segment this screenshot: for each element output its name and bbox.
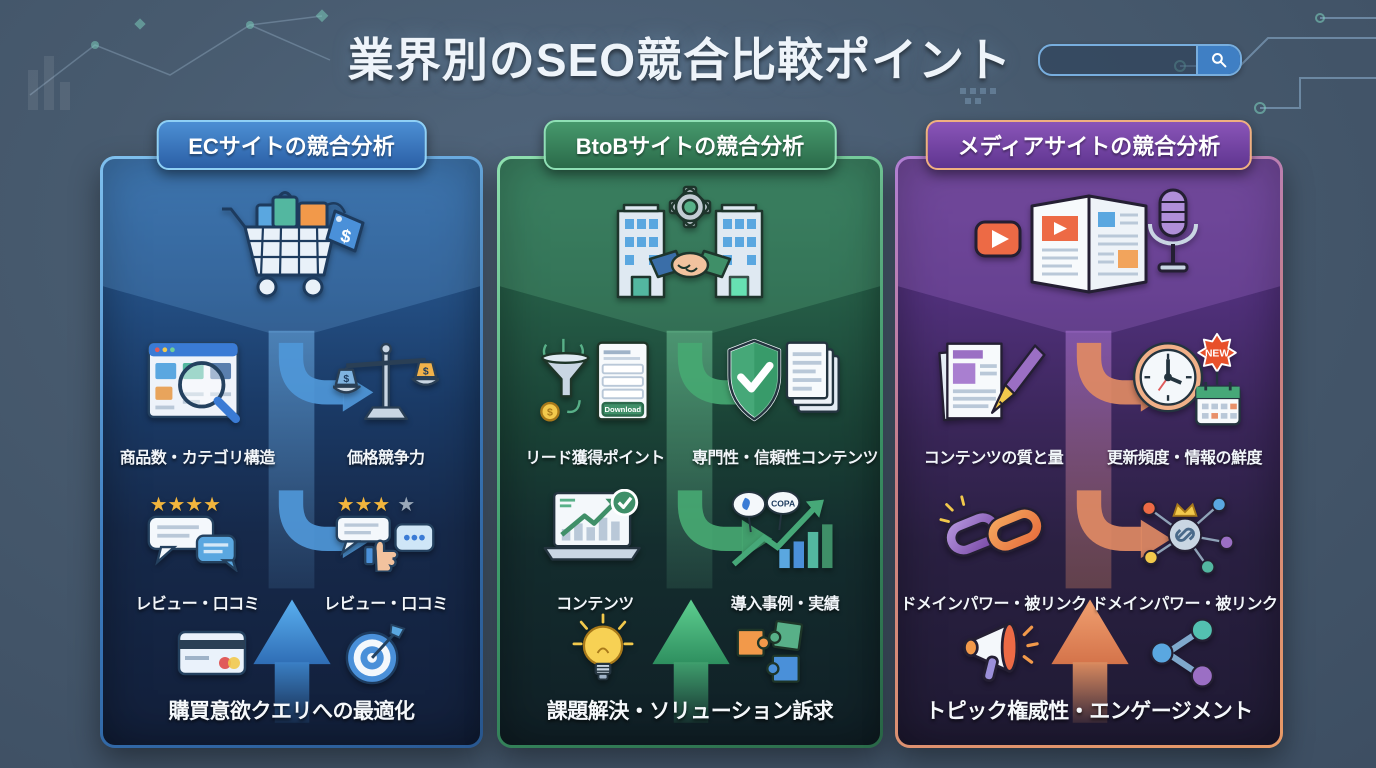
ec-top-illustration: $ (103, 167, 480, 317)
ec-item-label: 商品数・カテゴリ構造 (119, 450, 276, 467)
panel-btob-header-label: BtoBサイトの競合分析 (575, 134, 805, 159)
btob-bottom: 課題解決・ソリューション訴求 (500, 613, 880, 741)
panel-media-header: メディアサイトの競合分析 (925, 120, 1253, 170)
media-item-domain-power-right: ドメインパワー・被リンク (1089, 475, 1280, 617)
ec-bottom-label: 購買意欲クエリへの最適化 (168, 700, 416, 723)
lead-funnel-download-form-icon: $ Download (540, 338, 649, 422)
media-bottom-label: トピック権威性・エンゲージメント (925, 700, 1253, 723)
ec-item-reviews-right: ★★★ ★ レビュー・口コミ (292, 475, 481, 617)
media-item-domain-power-left: ドメインパワー・被リンク (898, 475, 1089, 617)
review-stars-thumbsup-icon: ★★★ ★ (335, 494, 435, 572)
panel-btob: BtoBサイトの競合分析 (497, 120, 883, 748)
scale-dollar-left: $ (343, 374, 349, 385)
product-page-magnifier-icon (147, 342, 241, 424)
media-book-video-microphone-icon (974, 188, 1198, 294)
star-rating: ★★★ (337, 494, 390, 516)
megaphone-icon (963, 622, 1039, 682)
coin-dollar: $ (547, 407, 553, 419)
btob-item-content: コンテンツ (500, 475, 690, 617)
flow-arrows-btob (500, 159, 880, 723)
panel-media-header-label: メディアサイトの競合分析 (957, 134, 1221, 159)
star-rating: ★★★★ (150, 494, 221, 516)
shield-documents-icon (727, 338, 840, 422)
review-stars-chat-icon: ★★★★ (147, 494, 238, 572)
btob-item-label: コンテンツ (556, 596, 634, 613)
btob-item-label: 専門性・信頼性コンテンツ (691, 450, 879, 467)
panel-btob-header: BtoBサイトの競合分析 (543, 120, 837, 170)
share-network-icon (1150, 618, 1215, 688)
media-item-label: ドメインパワー・被リンク (1091, 596, 1278, 613)
buildings-handshake-gear-icon (616, 185, 764, 299)
media-item-label: 更新頻度・情報の鮮度 (1106, 450, 1263, 467)
panel-ec-header-label: ECサイトの競合分析 (188, 134, 395, 159)
chain-links-icon (938, 495, 1043, 557)
new-badge-label: NEW (1204, 349, 1228, 360)
puzzle-pieces-icon (736, 619, 804, 683)
search-input[interactable] (1040, 46, 1196, 74)
media-item-content-quality: コンテンツの質と量 (898, 321, 1089, 471)
media-top-illustration (898, 167, 1280, 317)
credit-card-icon (177, 630, 246, 676)
ec-item-price: $ $ 価格競争力 (292, 321, 481, 471)
ec-item-product-structure: 商品数・カテゴリ構造 (103, 321, 292, 471)
media-item-freshness: NEW 更新頻度・情報の鮮度 (1089, 321, 1280, 471)
btob-bottom-label: 課題解決・ソリューション訴求 (546, 700, 834, 723)
page-title: 業界別のSEO競合比較ポイント (347, 34, 1013, 86)
lightbulb-icon (572, 613, 634, 681)
articles-pen-icon (937, 342, 1046, 422)
download-button-label: Download (605, 405, 642, 414)
laptop-analytics-check-icon (543, 489, 641, 561)
price-tag-dollar: $ (338, 225, 353, 247)
btob-top-illustration (500, 167, 880, 317)
ec-item-label: レビュー・口コミ (135, 596, 260, 613)
ec-item-label: 価格競争力 (346, 450, 425, 467)
link-network-crown-icon (1140, 496, 1234, 575)
btob-item-case-studies: COPA 導入事例・実績 (690, 475, 880, 617)
badge-label: COPA (771, 498, 795, 508)
media-item-label: ドメインパワー・被リンク (900, 596, 1087, 613)
certification-badges-growth-chart-icon: COPA (731, 490, 833, 569)
ec-item-reviews-left: ★★★★ レビュー・口コミ (103, 475, 292, 617)
star-empty: ★ (397, 494, 415, 516)
target-icon (345, 623, 406, 685)
panel-ec: ECサイトの競合分析 (100, 120, 483, 748)
btob-item-label: リード獲得ポイント (525, 450, 665, 467)
shopping-cart-price-tag-icon: $ (221, 191, 364, 298)
media-bottom: トピック権威性・エンゲージメント (898, 617, 1280, 741)
search-bar[interactable] (1038, 44, 1242, 76)
ec-bottom: 購買意欲クエリへの最適化 (103, 617, 480, 741)
btob-item-label: 導入事例・実績 (730, 596, 840, 613)
panel-ec-header: ECサイトの競合分析 (156, 120, 427, 170)
scale-dollar-right: $ (423, 366, 429, 377)
price-balance-scale-icon: $ $ (332, 342, 439, 421)
panel-media: メディアサイトの競合分析 (895, 120, 1283, 748)
clock-new-calendar-icon: NEW (1132, 332, 1241, 426)
search-icon (1212, 53, 1227, 68)
search-button[interactable] (1196, 46, 1240, 74)
btob-item-expertise: 専門性・信頼性コンテンツ (690, 321, 880, 471)
ec-item-label: レビュー・口コミ (323, 596, 449, 613)
btob-item-lead: $ Download リード獲得ポイント (500, 321, 690, 471)
media-item-label: コンテンツの質と量 (923, 450, 1064, 467)
